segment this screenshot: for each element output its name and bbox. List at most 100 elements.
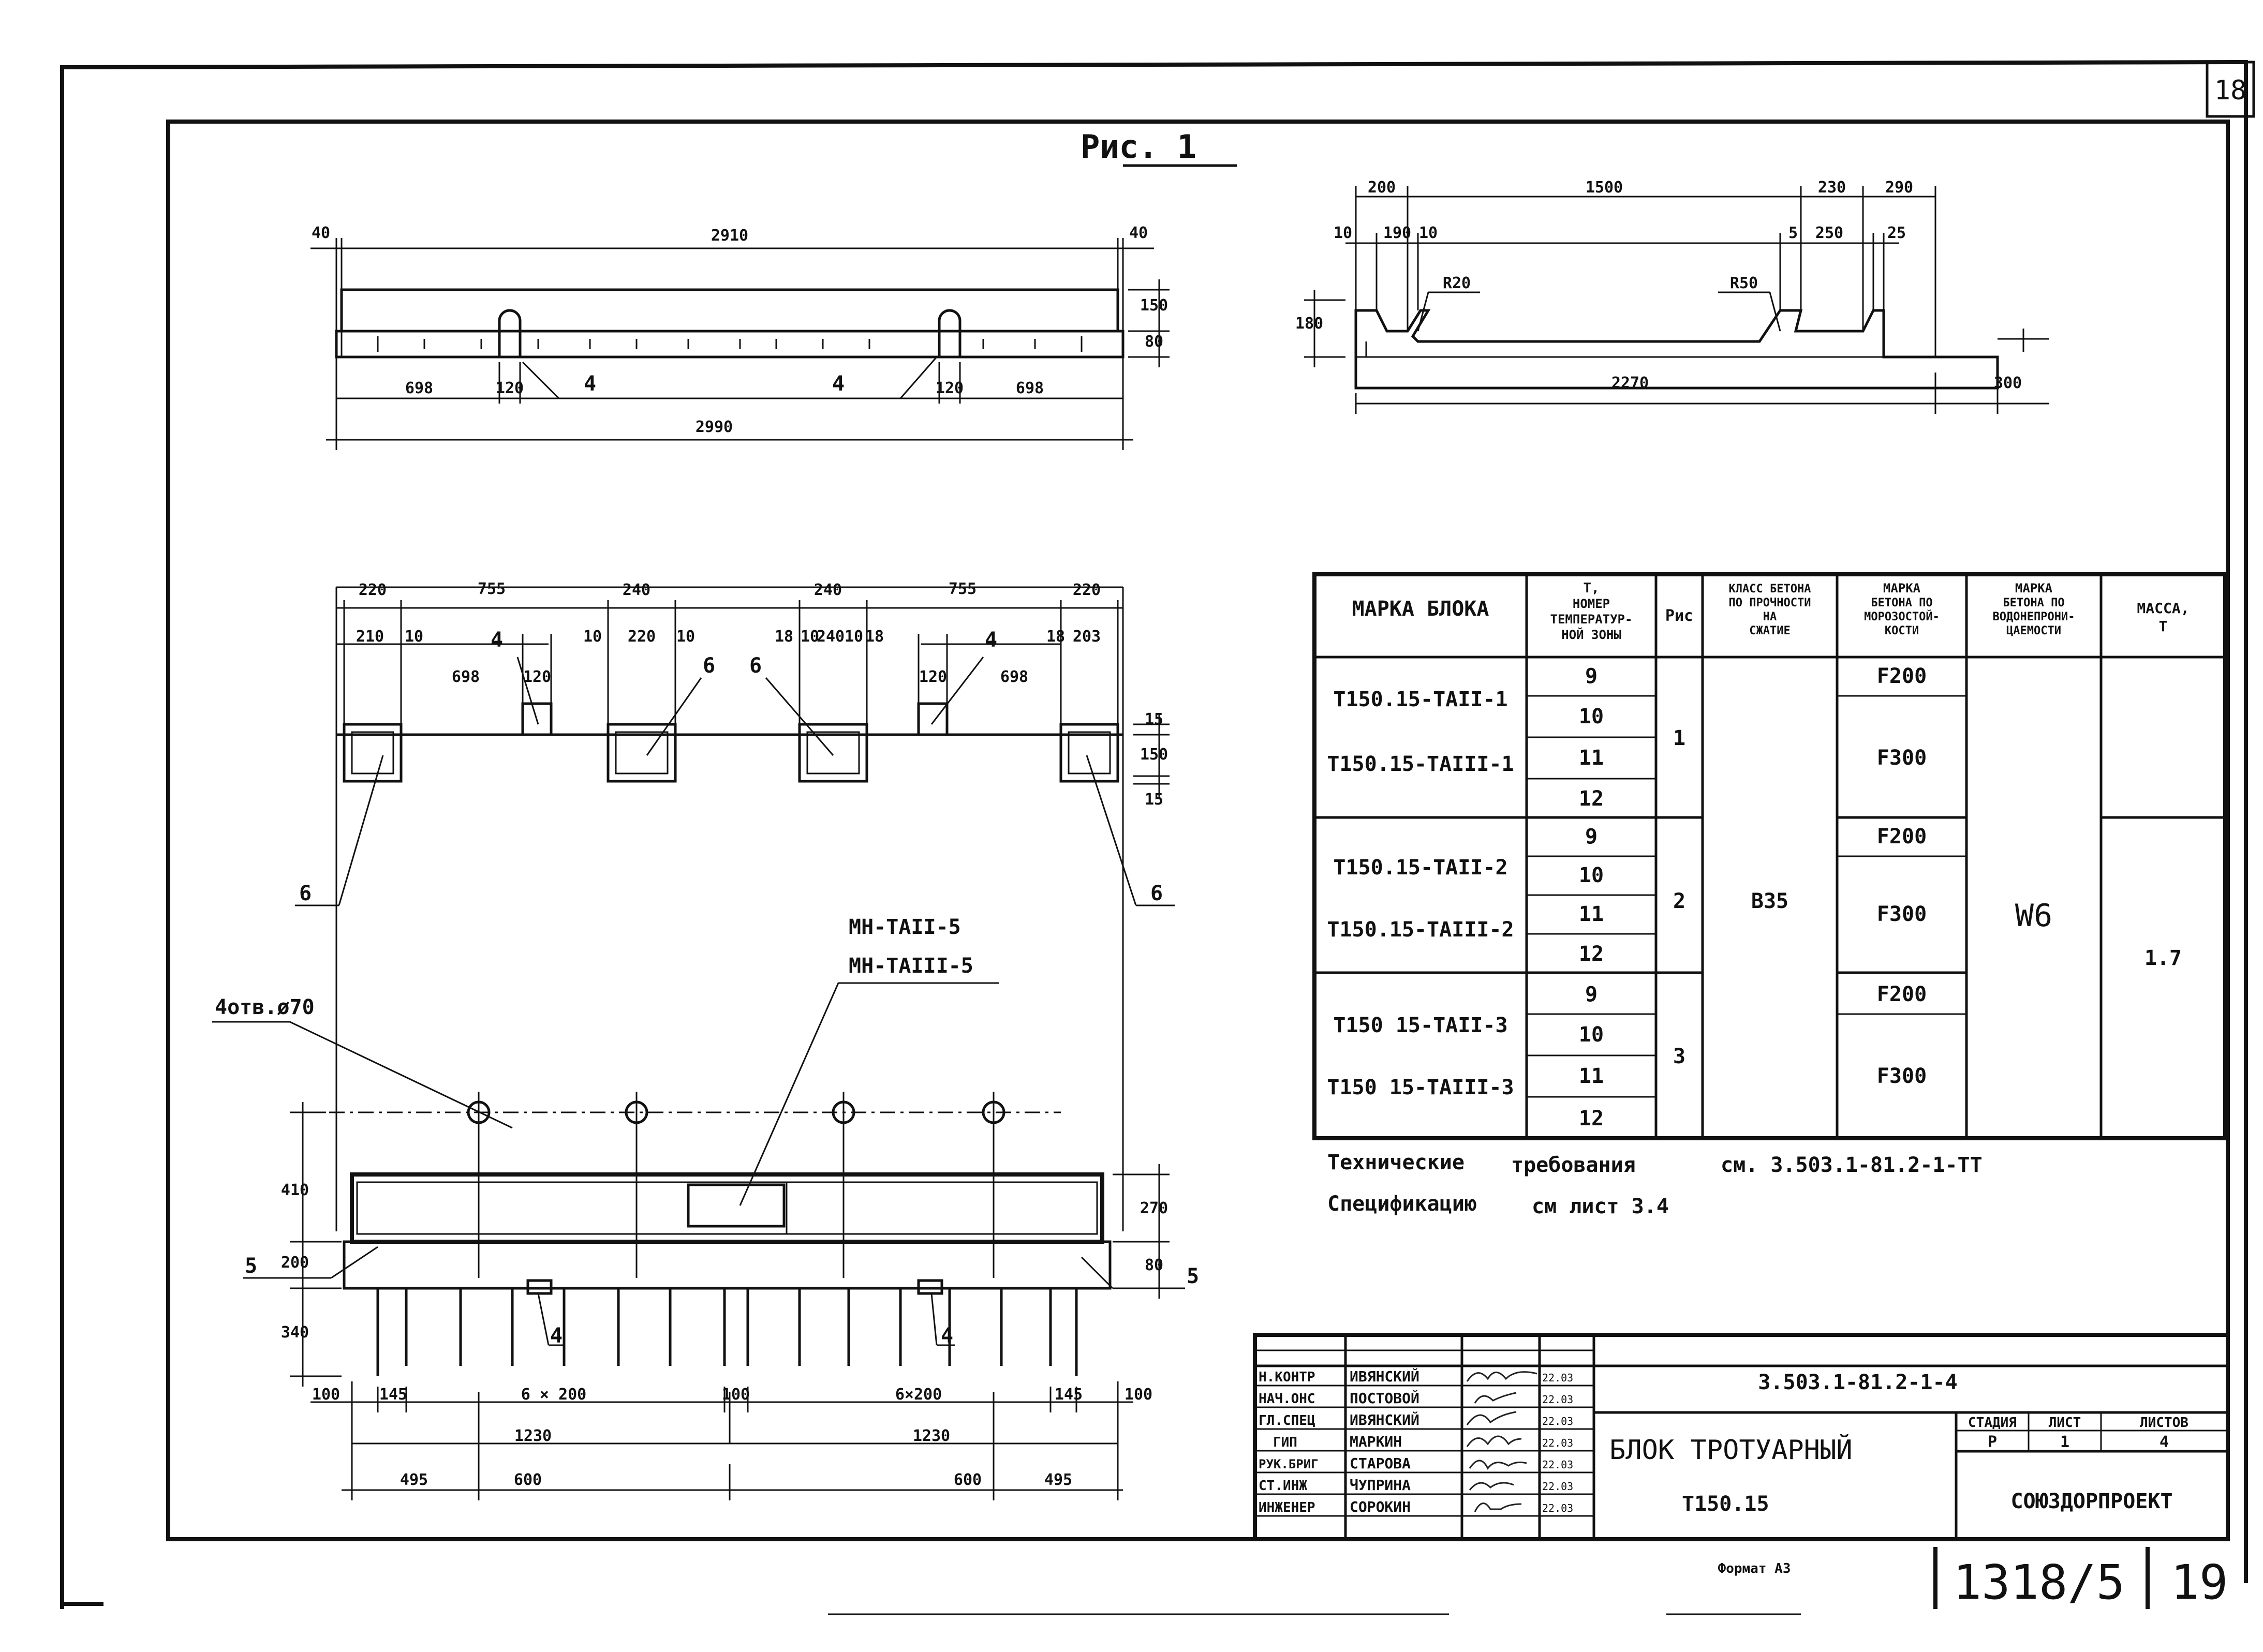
hdr-fig: Рис xyxy=(1665,607,1693,625)
tb-role-4: ГИП xyxy=(1273,1435,1297,1450)
plan-sub-203: 203 xyxy=(1073,628,1101,646)
mark-3b: Т150 15-ТАIII-3 xyxy=(1327,1076,1514,1099)
tb-name-line1: БЛОК ТРОТУАРНЫЙ xyxy=(1609,1434,1853,1466)
frost-3b: F300 xyxy=(1877,1064,1927,1088)
row1-100a: 100 xyxy=(312,1386,340,1404)
top-view: 40 2910 40 698 120 120 698 2990 150 80 4… xyxy=(310,224,1170,450)
dim-off-left: 698 xyxy=(405,379,433,397)
mesh-label-1: МН-ТАII-5 xyxy=(849,915,961,939)
zone-2-12: 12 xyxy=(1579,942,1604,966)
row3-600a: 600 xyxy=(514,1471,542,1489)
dim-off-right: 698 xyxy=(1016,379,1044,397)
zone-2-9: 9 xyxy=(1585,825,1598,849)
bottom-callout-5-right: 5 xyxy=(1187,1264,1199,1288)
tb-date-1: 22.03 xyxy=(1542,1372,1573,1384)
bottom-callout-4-right: 4 xyxy=(941,1324,953,1348)
plan-dim-240b: 240 xyxy=(814,581,842,599)
plan-sub-18b: 18 xyxy=(865,628,884,646)
plan-sub-10a: 10 xyxy=(405,628,423,646)
note-1a: Технические xyxy=(1327,1151,1465,1174)
tb-role-2: НАЧ.ОНС xyxy=(1259,1391,1315,1407)
hdr-temp-2: НОМЕР xyxy=(1573,597,1610,611)
tb-sign-5 xyxy=(1469,1460,1527,1470)
plan-sub-240: 240 xyxy=(817,628,845,646)
plan-callout-4b: 4 xyxy=(985,628,997,652)
dim-loop-right: 120 xyxy=(936,379,964,397)
note-2a: Спецификацию xyxy=(1327,1192,1477,1216)
mark-3a: Т150 15-ТАII-3 xyxy=(1333,1014,1507,1037)
sec-dim-200: 200 xyxy=(1368,178,1396,197)
zone-3-10: 10 xyxy=(1579,1023,1604,1047)
fig-1: 1 xyxy=(1673,726,1685,750)
hdr-mass-1: МАССА, xyxy=(2137,600,2189,617)
hdr-water-2: БЕТОНА ПО xyxy=(2003,597,2064,609)
hdr-strength-1: КЛАСС БЕТОНА xyxy=(1729,583,1811,596)
bottom-h-80: 80 xyxy=(1145,1256,1163,1274)
tb-stage-label: СТАДИЯ xyxy=(1968,1415,2017,1431)
hdr-strength-4: СЖАТИЕ xyxy=(1749,624,1790,637)
zone-2-11: 11 xyxy=(1579,902,1604,926)
hdr-strength-3: НА xyxy=(1763,611,1777,623)
zone-1-9: 9 xyxy=(1585,664,1598,688)
plan-loop-right: 120 xyxy=(919,668,947,686)
bottom-h-200: 200 xyxy=(281,1254,309,1272)
plan-sub-10d: 10 xyxy=(801,628,819,646)
row2-1230a: 1230 xyxy=(514,1427,552,1445)
tb-date-6: 22.03 xyxy=(1542,1480,1573,1493)
plan-sub-10e: 10 xyxy=(845,628,863,646)
row1-100c: 100 xyxy=(1125,1386,1152,1404)
dim-end-left: 40 xyxy=(312,224,330,242)
tb-date-7: 22.03 xyxy=(1542,1502,1573,1514)
callout-4-right: 4 xyxy=(832,372,845,396)
bottom-h-270: 270 xyxy=(1140,1199,1168,1217)
plan-callout-6c: 6 xyxy=(749,654,762,678)
frost-1a: F200 xyxy=(1877,664,1927,688)
tb-stage: Р xyxy=(1988,1433,1997,1451)
note-1c: см. 3.503.1-81.2-1-ТТ xyxy=(1721,1153,1983,1177)
plan-view: 220 755 240 240 755 220 210 10 10 220 10… xyxy=(212,580,1199,1500)
hdr-frost-3: МОРОЗОСТОЙ- xyxy=(1864,610,1940,623)
note-2b: см лист 3.4 xyxy=(1532,1195,1669,1218)
tb-role-7: ИНЖЕНЕР xyxy=(1259,1500,1315,1515)
tb-sign-2 xyxy=(1474,1392,1517,1404)
zone-1-10: 10 xyxy=(1579,705,1604,728)
tb-name-6: ЧУПРИНА xyxy=(1350,1477,1411,1494)
zone-3-11: 11 xyxy=(1579,1064,1604,1088)
figure-title: Рис. 1 xyxy=(1081,128,1196,166)
bottom-h-340: 340 xyxy=(281,1323,309,1342)
tb-sign-1 xyxy=(1466,1371,1537,1382)
tb-name-1: ИВЯНСКИЙ xyxy=(1350,1367,1419,1385)
tb-name-3: ИВЯНСКИЙ xyxy=(1350,1411,1419,1428)
mark-2a: Т150.15-ТАII-2 xyxy=(1333,856,1507,880)
plan-dim-220b: 220 xyxy=(1073,581,1101,599)
plan-right-150: 150 xyxy=(1140,746,1168,764)
plan-dim-755a: 755 xyxy=(478,580,506,598)
plan-sub-10b: 10 xyxy=(583,628,602,646)
tb-doc-code: 3.503.1-81.2-1-4 xyxy=(1758,1371,1957,1394)
sec-dim-230: 230 xyxy=(1818,178,1846,197)
tb-sheet-label: ЛИСТ xyxy=(2049,1415,2081,1431)
water-value: W6 xyxy=(2015,898,2052,934)
hdr-water-3: ВОДОНЕПРОНИ- xyxy=(1993,611,2075,623)
dim-loop-left: 120 xyxy=(496,379,524,397)
tb-date-2: 22.03 xyxy=(1542,1393,1573,1406)
dim-total: 2990 xyxy=(696,418,733,436)
hdr-frost-2: БЕТОНА ПО xyxy=(1871,597,1932,609)
callout-4-left: 4 xyxy=(584,372,596,396)
sec-dim-250: 250 xyxy=(1815,224,1843,242)
sec-dim-190: 190 xyxy=(1383,224,1411,242)
sheet-number: 18 xyxy=(2214,75,2247,106)
hdr-temp-4: НОЙ ЗОНЫ xyxy=(1561,627,1621,642)
row1-145b: 145 xyxy=(1055,1386,1083,1404)
plan-callout-4a: 4 xyxy=(491,628,503,652)
fig-2: 2 xyxy=(1673,889,1685,913)
frost-1b: F300 xyxy=(1877,746,1927,770)
fig-3: 3 xyxy=(1673,1045,1685,1068)
row3-495b: 495 xyxy=(1044,1471,1072,1489)
tb-name-2: ПОСТОВОЙ xyxy=(1350,1389,1419,1407)
tb-org: СОЮЗДОРПРОЕКТ xyxy=(2010,1490,2172,1513)
plan-off-right: 698 xyxy=(1000,668,1028,686)
row1-6x200b: 6×200 xyxy=(895,1386,942,1404)
plan-callout-6b: 6 xyxy=(703,654,715,678)
mark-2b: Т150.15-ТАIII-2 xyxy=(1327,918,1514,942)
